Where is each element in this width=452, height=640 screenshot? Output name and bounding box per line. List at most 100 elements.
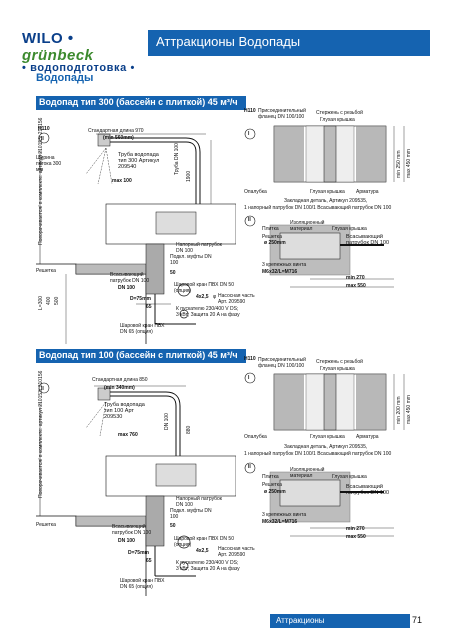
ball-valve-50: Шаровой кран ПВХ DN 50 (опция) bbox=[174, 282, 234, 294]
min-length: (min 560mm) bbox=[103, 135, 134, 141]
detail-4-drawing bbox=[244, 462, 394, 537]
bolts-label: 3 крепежных винта bbox=[262, 262, 307, 268]
brand-gruenbeck: grünbeck bbox=[22, 47, 94, 64]
bolts-size: M6x32/L=M716 bbox=[262, 269, 298, 275]
grid-label: Решетка bbox=[36, 268, 56, 274]
detail-3-marker: I bbox=[248, 375, 250, 381]
standard-length-100: Стандартная длина 850 bbox=[92, 377, 148, 383]
brand-logo: WILO • grünbeck • водоподготовка • bbox=[22, 30, 142, 74]
vertical-note: Поворачивается/ в комплекте: артикул 210… bbox=[38, 117, 44, 245]
len-50: 50 bbox=[170, 270, 176, 276]
pipe-label: Труба водопада тип 300 Артикул 209540 bbox=[118, 152, 160, 170]
section-heading: Водопады bbox=[36, 72, 94, 84]
motor-icon bbox=[179, 309, 189, 319]
diameter-label: ø 250mm bbox=[264, 240, 286, 246]
detail-marker-circle bbox=[244, 372, 256, 384]
motor-icon bbox=[179, 561, 189, 571]
len-65-100: 65 bbox=[146, 558, 152, 564]
flange-label-d3: Присоединительный фланец DN 100/100 bbox=[258, 357, 306, 369]
insulation-label-d4: Изоляционный материал bbox=[290, 467, 325, 479]
rebar-label-d3: Арматура bbox=[356, 434, 379, 440]
dim-min-250: min 250 mm bbox=[396, 150, 402, 178]
page-number: 71 bbox=[412, 615, 423, 625]
standard-length: Стандартная длина 970 bbox=[88, 128, 144, 134]
suction-label-d4: Всасывающий патрубок DN 100 bbox=[346, 484, 390, 496]
flow-width: Ширина потока 300 мм bbox=[36, 155, 62, 173]
page-title: Аттракционы Водопады bbox=[148, 30, 430, 56]
pipe-dn-label-100: DN 100 bbox=[164, 413, 170, 430]
min-length-100: (min 340mm) bbox=[104, 385, 135, 391]
vertical-note-100: Поворачивается/ в комплекте: артикул 210… bbox=[38, 370, 44, 498]
formwork-label: Опалубка bbox=[244, 189, 267, 195]
blind-cap-label-d3: Глухая крышка bbox=[320, 366, 355, 372]
dim-l300: L=300 bbox=[38, 295, 44, 310]
rod-label: Стержень с резьбой bbox=[316, 110, 363, 116]
pipe-dn-label: Труба DN 100 bbox=[174, 143, 180, 175]
detail-3-drawing bbox=[244, 372, 405, 431]
dn100-label: DN 100 bbox=[118, 285, 135, 291]
embed-part-2: 1 напорный патрубок DN 100/1 Всасывающий… bbox=[244, 205, 392, 211]
pump-icon bbox=[177, 283, 191, 297]
detail-marker-100: II bbox=[41, 386, 44, 392]
detail-marker-circle bbox=[38, 382, 50, 394]
supply-label-100: Напорный патрубок DN 100 bbox=[176, 496, 222, 508]
grid-label-d2: Решетка bbox=[262, 234, 282, 240]
suction-label: Всасывающий патрубок DN 100 bbox=[110, 272, 150, 284]
blind-cap-label-d4: Глухая крышка bbox=[332, 474, 367, 480]
blind-cap-2-label: Глухая крышка bbox=[310, 189, 345, 195]
waterfall-100-drawing bbox=[36, 382, 236, 596]
len-65: 65 bbox=[146, 304, 152, 310]
waterfall-300-title: Водопад тип 300 (бассейн с плиткой) 45 м… bbox=[36, 96, 246, 110]
min-270-d4: min 270 bbox=[346, 526, 365, 532]
coupling-label: Подкл. муфты DN 100 bbox=[170, 254, 212, 266]
pump-cable-100: 4x2,5 bbox=[196, 548, 209, 554]
pump-icon bbox=[177, 535, 191, 549]
grid-label-100: Решетка bbox=[36, 522, 56, 528]
suction-label-100: Всасывающий патрубок DN 100 bbox=[112, 524, 152, 536]
brand-line2: • водоподготовка • bbox=[22, 62, 135, 74]
suction-label-d2: Всасывающий патрубок DN 100 bbox=[346, 234, 390, 246]
waterfall-100-title: Водопад тип 100 (бассейн с плиткой) 45 м… bbox=[36, 349, 246, 363]
max-550-d4: max 550 bbox=[346, 534, 366, 540]
dim-min-200: min 200 mm bbox=[396, 396, 402, 424]
diameter-label-d4: ø 250mm bbox=[264, 489, 286, 495]
dim-max-450: max 450 mm bbox=[406, 149, 412, 178]
d75-label-100: D=75mm bbox=[128, 550, 149, 556]
flange-label: Присоединительный фланец DN 100/100 bbox=[258, 108, 306, 120]
detail-4-marker: II bbox=[248, 464, 251, 470]
detail-2-drawing bbox=[244, 215, 394, 288]
embed-box bbox=[155, 463, 197, 487]
dim-max-450-d3: max 450 mm bbox=[406, 395, 412, 424]
waterfall-300-drawing bbox=[36, 132, 236, 344]
max-550: max 550 bbox=[346, 283, 366, 289]
tile-label-d4: Плитка bbox=[262, 474, 279, 480]
detail-marker-circle bbox=[244, 462, 256, 474]
detail-marker-circle bbox=[244, 128, 256, 140]
embed-part-d3: Закладная деталь, Артикул 209535, bbox=[284, 444, 368, 450]
detail-2-marker: II bbox=[248, 217, 251, 223]
footer-section-label: Аттракционы bbox=[270, 614, 410, 628]
detail-marker: II bbox=[41, 136, 44, 142]
detail-1-marker: I bbox=[248, 131, 250, 137]
detail-1-drawing bbox=[244, 125, 405, 183]
formwork-label-d3: Опалубка bbox=[244, 434, 267, 440]
height-880: 880 bbox=[186, 425, 192, 434]
pipe-label-100: Труба водопада тип 100 Арт 209530 bbox=[104, 402, 145, 420]
pump-symbol: φ bbox=[213, 294, 217, 300]
d75-label: D=75mm bbox=[130, 296, 151, 302]
embed-part: Закладная деталь, Артикул 209535, bbox=[284, 198, 368, 204]
starter-note: К пускателю 230/400 V DS; 3 кВт; Защита … bbox=[176, 306, 240, 318]
brand-separator: • bbox=[63, 30, 74, 47]
height-1900: 1900 bbox=[186, 170, 192, 182]
detail-marker-circle bbox=[244, 215, 256, 227]
dim-500: 500 bbox=[54, 296, 60, 305]
dim-400: 400 bbox=[46, 296, 52, 305]
detail-marker-circle bbox=[38, 132, 50, 144]
dn100-label-100: DN 100 bbox=[118, 538, 135, 544]
coupling-label-100: Подкл. муфты DN 100 bbox=[170, 508, 212, 520]
rod-icon bbox=[323, 125, 337, 183]
h-label: H110 bbox=[38, 126, 50, 132]
ball-valve-50-100: Шаровой кран ПВХ DN 50 (опция) bbox=[174, 536, 234, 548]
starter-note-100: К пускателю 230/400 V DS; 3 кВт; Защита … bbox=[176, 560, 240, 572]
max-100: max 100 bbox=[112, 178, 132, 184]
